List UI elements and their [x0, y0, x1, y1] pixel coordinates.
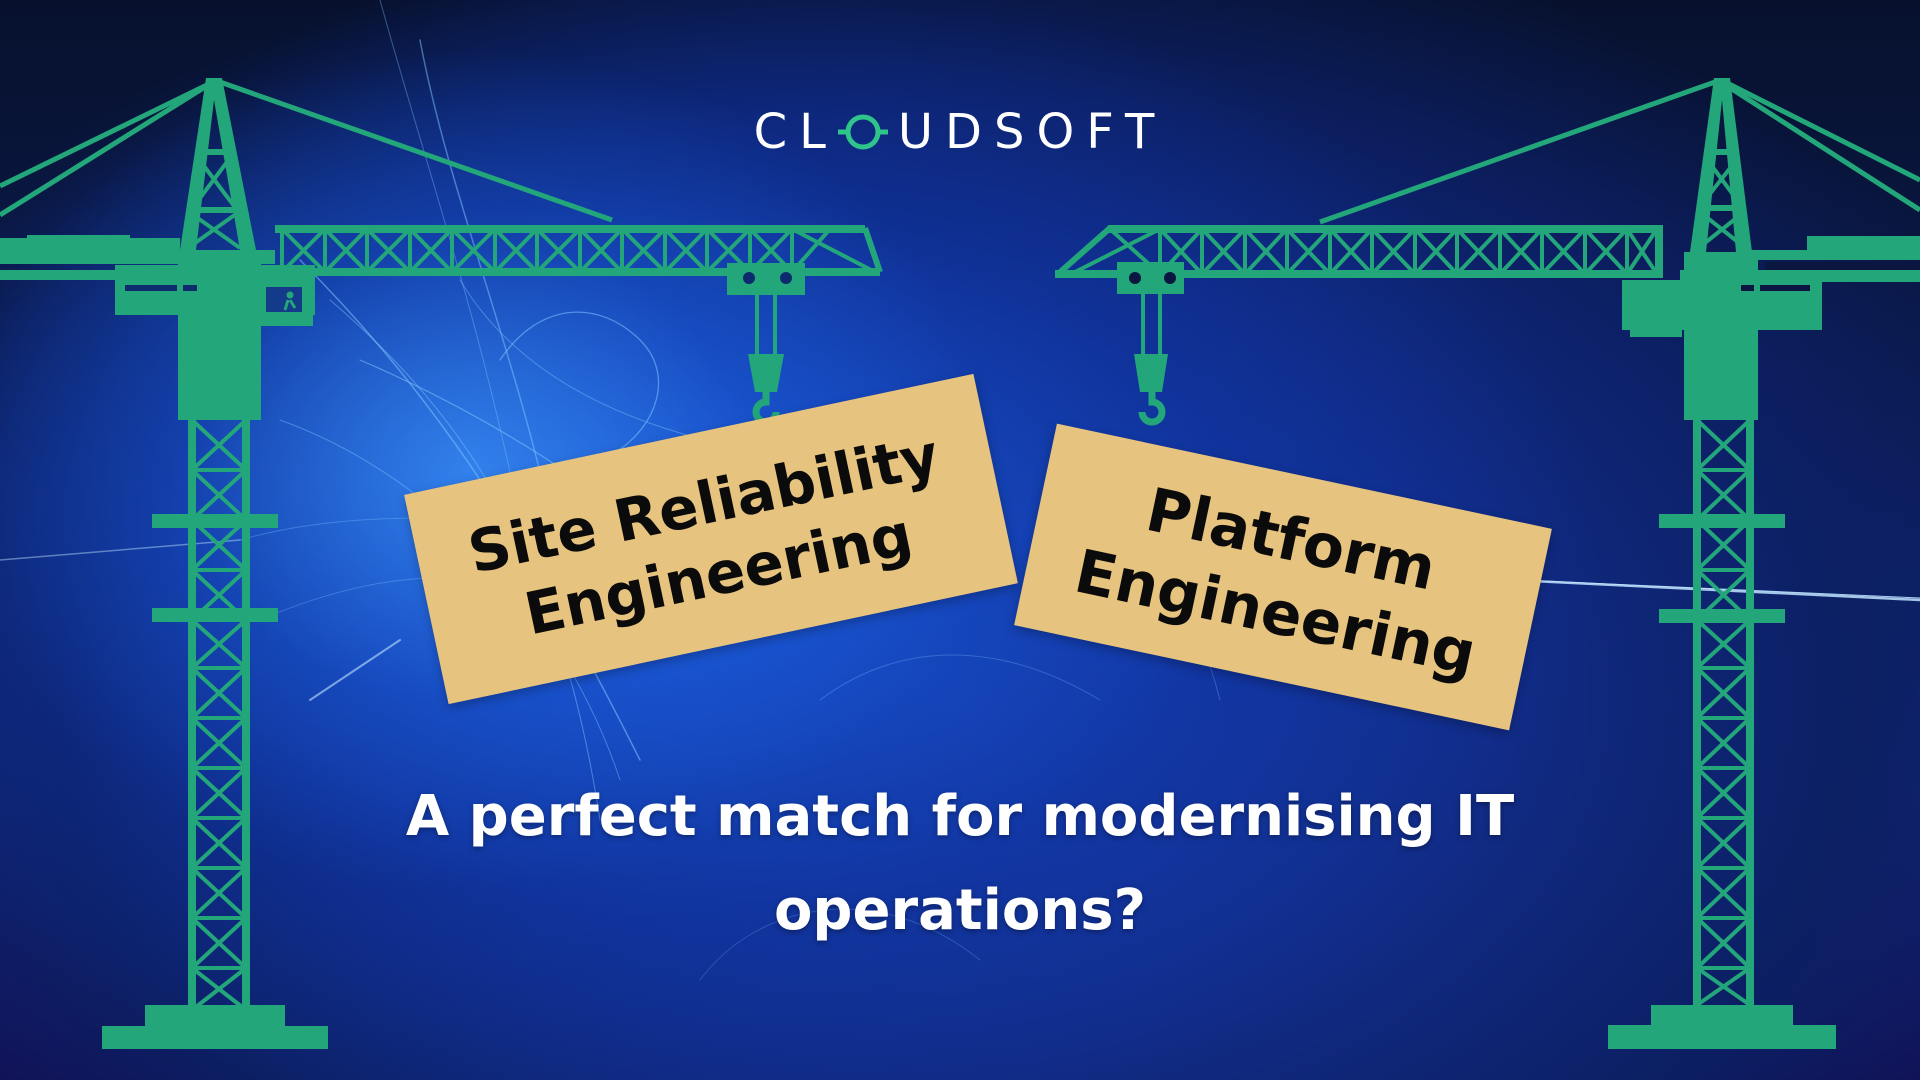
- headline-line-2: operations?: [773, 878, 1147, 943]
- tower-crane-icon: [1055, 77, 1920, 1049]
- tower-crane-icon: [0, 78, 883, 1049]
- cloudsoft-o-mark-icon: [837, 114, 888, 150]
- logo-text-end: UDSOFT: [897, 104, 1167, 160]
- headline-line-1: A perfect match for modernising IT: [405, 784, 1515, 849]
- logo-text-start: CL: [753, 104, 838, 160]
- headline: A perfect match for modernising IT opera…: [0, 770, 1920, 958]
- cloudsoft-logo: CL UDSOFT: [0, 104, 1920, 160]
